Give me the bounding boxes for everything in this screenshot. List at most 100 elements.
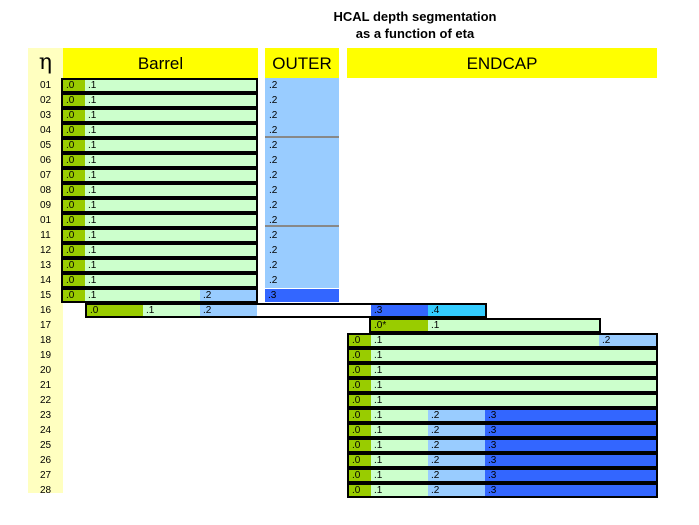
endcap-depth-1: .1 (371, 394, 656, 407)
title-line-1: HCAL depth segmentation (333, 9, 497, 24)
outer-depth-2: .2 (269, 125, 278, 136)
barrel-depth-1: .1 (85, 214, 257, 227)
outer-depth-2: .2 (269, 185, 278, 196)
eta-label: 21 (39, 380, 52, 391)
eta-label: 01 (39, 215, 52, 226)
endcap-depth-2: .2 (428, 409, 485, 422)
barrel-depth-0: .0 (63, 199, 85, 212)
endcap-depth-3: .3 (485, 439, 656, 452)
endcap-depth-0: .0 (349, 379, 371, 392)
barrel-depth-0: .0 (87, 304, 143, 317)
barrel-depth-1: .1 (85, 289, 200, 302)
eta-label: 27 (39, 470, 52, 481)
eta-label: 09 (39, 200, 52, 211)
barrel-depth-1: .1 (85, 124, 257, 137)
endcap-depth-3: .3 (485, 469, 656, 482)
barrel-depth-0: .0 (63, 244, 85, 257)
endcap-depth-1: .1 (371, 484, 428, 497)
endcap-depth-1: .1 (371, 364, 656, 377)
endcap-depth-1: .1 (371, 439, 428, 452)
eta-label: 03 (39, 110, 52, 121)
eta-label: 02 (39, 95, 52, 106)
endcap-depth-0: .0 (349, 349, 371, 362)
eta-label: 13 (39, 260, 52, 271)
outer-depth-2: .2 (269, 170, 278, 181)
eta-label: 06 (39, 155, 52, 166)
endcap-depth-1: .1 (371, 379, 656, 392)
outer-column (265, 78, 339, 288)
outer-depth-2: .2 (269, 230, 278, 241)
endcap-depth-2: .2 (428, 424, 485, 437)
eta-label: 23 (39, 410, 52, 421)
eta-column (28, 48, 63, 493)
outer-separator (265, 225, 339, 227)
eta-label: 14 (39, 275, 52, 286)
outer-depth-2: .2 (269, 140, 278, 151)
endcap-header: ENDCAP (347, 48, 657, 78)
barrel-depth-0: .0 (63, 124, 85, 137)
endcap-depth-2: .2 (599, 334, 656, 347)
outer-depth-2: .2 (269, 95, 278, 106)
outer-depth-2: .2 (269, 110, 278, 121)
barrel-depth-1: .1 (85, 184, 257, 197)
barrel-depth-1: .1 (85, 229, 257, 242)
barrel-depth-0: .0 (63, 94, 85, 107)
eta-label: 17 (39, 320, 52, 331)
endcap-depth-1: .1 (371, 469, 428, 482)
outer-separator (265, 136, 339, 138)
endcap-depth-3: .3 (371, 304, 428, 317)
eta-label: 25 (39, 440, 52, 451)
outer-depth-2: .2 (269, 80, 278, 91)
endcap-depth-1: .1 (371, 424, 428, 437)
outer-depth-2: .2 (269, 245, 278, 256)
barrel-depth-0: .0 (63, 154, 85, 167)
endcap-depth-1: .1 (428, 319, 599, 332)
endcap-depth-1: .1 (371, 349, 656, 362)
outer-depth-2: .2 (269, 275, 278, 286)
outer-depth-2: .2 (269, 260, 278, 271)
barrel-depth-1: .1 (85, 139, 257, 152)
eta-label: 22 (39, 395, 52, 406)
barrel-depth-0: .0 (63, 229, 85, 242)
endcap-depth-2: .2 (428, 469, 485, 482)
endcap-depth-2: .2 (428, 484, 485, 497)
eta-label: 26 (39, 455, 52, 466)
title-line-2: as a function of eta (355, 26, 475, 41)
outer-header: OUTER (265, 48, 339, 78)
eta-label: 28 (39, 485, 52, 496)
endcap-depth-0: .0 (349, 469, 371, 482)
barrel-depth-1: .1 (85, 154, 257, 167)
barrel-depth-1: .1 (85, 79, 257, 92)
endcap-depth-3: .3 (485, 484, 656, 497)
endcap-depth-0: .0 (349, 394, 371, 407)
endcap-depth-2: .2 (428, 439, 485, 452)
endcap-depth-1: .1 (371, 409, 428, 422)
endcap-depth-0: .0 (349, 409, 371, 422)
barrel-header: Barrel (63, 48, 258, 78)
eta-label: 16 (39, 305, 52, 316)
eta-label: 24 (39, 425, 52, 436)
endcap-depth-4: .4 (428, 304, 485, 317)
outer-depth-3: .3 (265, 289, 339, 302)
endcap-depth-0: .0 (349, 424, 371, 437)
barrel-depth-0: .0 (63, 79, 85, 92)
eta-label: 20 (39, 365, 52, 376)
eta-label: 15 (39, 290, 52, 301)
endcap-depth-3: .3 (485, 409, 656, 422)
endcap-depth-0: .0 (349, 484, 371, 497)
barrel-depth-2: .2 (200, 289, 257, 302)
outer-depth-2: .2 (269, 155, 278, 166)
eta-label: 04 (39, 125, 52, 136)
eta-label: 07 (39, 170, 52, 181)
barrel-depth-1: .1 (85, 94, 257, 107)
barrel-depth-2: .2 (200, 304, 257, 317)
endcap-depth-1: .1 (371, 334, 599, 347)
barrel-depth-1: .1 (85, 169, 257, 182)
eta-label: 19 (39, 350, 52, 361)
barrel-depth-0: .0 (63, 259, 85, 272)
eta-label: 01 (39, 80, 52, 91)
barrel-depth-1: .1 (85, 109, 257, 122)
barrel-depth-0: .0 (63, 139, 85, 152)
eta-label: 08 (39, 185, 52, 196)
barrel-depth-0: .0 (63, 289, 85, 302)
